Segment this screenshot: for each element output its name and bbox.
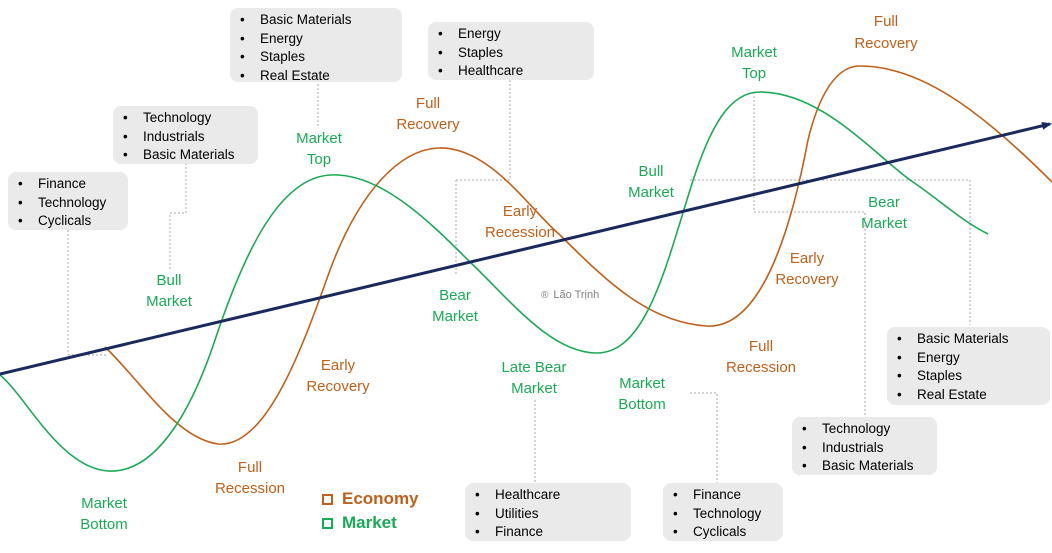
trend-arrow bbox=[0, 121, 1052, 376]
sector-box-bull-market-1: Technology Industrials Basic Materials bbox=[113, 106, 258, 164]
sector-item: Energy bbox=[897, 349, 1040, 368]
sector-item: Healthcare bbox=[475, 486, 621, 505]
sector-item: Finance bbox=[18, 175, 118, 194]
sector-item: Technology bbox=[123, 109, 248, 128]
sector-item: Cyclicals bbox=[673, 523, 773, 542]
sector-item: Staples bbox=[438, 44, 584, 63]
sector-item: Utilities bbox=[475, 505, 621, 524]
leader-line-b8 bbox=[690, 179, 971, 325]
sector-box-bear-market-1: Energy Staples Healthcare bbox=[428, 22, 594, 80]
leader-line-b7 bbox=[753, 92, 866, 415]
sector-item: Real Estate bbox=[240, 67, 392, 86]
sector-item: Technology bbox=[18, 194, 118, 213]
sector-item: Cyclicals bbox=[18, 212, 118, 231]
sector-item: Real Estate bbox=[897, 386, 1040, 405]
watermark: ® Lão Trịnh bbox=[541, 289, 599, 301]
sector-box-late-bear-market: Healthcare Utilities Finance bbox=[465, 483, 631, 541]
sector-box-bull-market-2: Technology Industrials Basic Materials bbox=[792, 417, 937, 475]
registered-icon: ® bbox=[541, 290, 549, 301]
sector-item: Energy bbox=[438, 25, 584, 44]
sector-box-market-bottom-2: Finance Technology Cyclicals bbox=[663, 483, 783, 541]
watermark-text: Lão Trịnh bbox=[553, 289, 600, 301]
sector-item: Finance bbox=[673, 486, 773, 505]
legend-label-economy: Economy bbox=[342, 489, 419, 508]
leader-line-b2 bbox=[169, 163, 187, 270]
economy-curve bbox=[104, 65, 1052, 445]
sector-item: Staples bbox=[240, 48, 392, 67]
leader-line-b6 bbox=[690, 392, 718, 483]
sector-box-market-top-2: Basic Materials Energy Staples Real Esta… bbox=[887, 327, 1050, 405]
sector-item: Staples bbox=[897, 367, 1040, 386]
sector-item: Industrials bbox=[802, 439, 927, 458]
leader-lines bbox=[67, 80, 971, 483]
sector-item: Basic Materials bbox=[897, 330, 1040, 349]
sector-item: Finance bbox=[475, 523, 621, 542]
legend-swatch-economy-icon bbox=[322, 493, 333, 505]
market-curve bbox=[0, 91, 989, 472]
sector-item: Basic Materials bbox=[123, 146, 248, 165]
sector-item: Healthcare bbox=[438, 62, 584, 81]
sector-item: Energy bbox=[240, 30, 392, 49]
sector-item: Technology bbox=[673, 505, 773, 524]
sector-item: Technology bbox=[802, 420, 927, 439]
legend-label-market: Market bbox=[342, 513, 397, 532]
sector-item: Basic Materials bbox=[802, 457, 927, 476]
sector-item: Industrials bbox=[123, 128, 248, 147]
legend: Economy Market bbox=[322, 487, 419, 535]
legend-item-market: Market bbox=[322, 511, 419, 535]
sector-item: Basic Materials bbox=[240, 11, 392, 30]
sector-box-market-top-1: Basic Materials Energy Staples Real Esta… bbox=[230, 8, 402, 85]
sector-box-market-bottom-1: Finance Technology Cyclicals bbox=[8, 172, 128, 230]
legend-swatch-market-icon bbox=[322, 517, 333, 529]
legend-item-economy: Economy bbox=[322, 487, 419, 511]
